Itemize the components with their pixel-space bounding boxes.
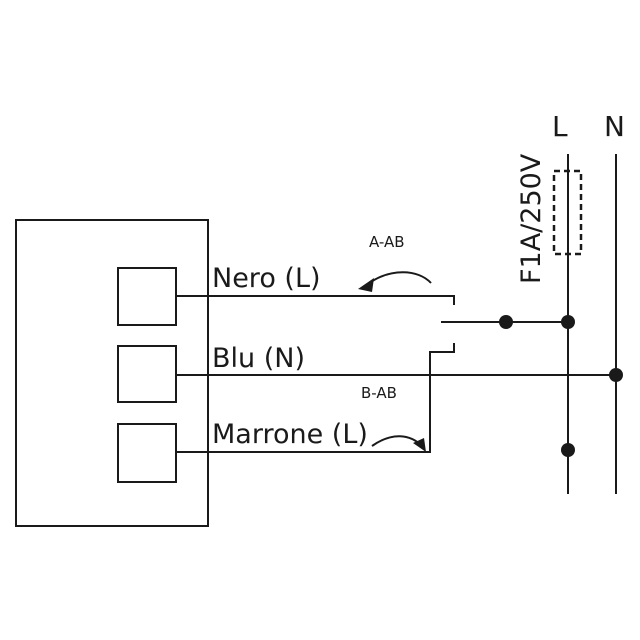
fuse-symbol: [552, 169, 583, 256]
wire-brown: [175, 343, 455, 453]
terminal-brown: [117, 423, 177, 483]
junction-dot: [561, 443, 575, 457]
junction-dot: [609, 368, 623, 382]
arrow-b-ab: [371, 435, 423, 447]
label-switch-upper: A-AB: [369, 233, 405, 251]
label-switch-lower: B-AB: [361, 384, 397, 402]
arrowhead-a-ab: [358, 278, 374, 292]
arrowhead-b-ab: [413, 438, 426, 452]
label-blue-wire: Blu (N): [212, 343, 305, 374]
label-line-rail: L: [552, 110, 568, 143]
junction-dot: [561, 315, 575, 329]
device-enclosure: [15, 219, 209, 527]
terminal-blue: [117, 345, 177, 403]
label-brown-wire: Marrone (L): [212, 419, 368, 450]
terminal-black: [117, 267, 177, 326]
junction-dot: [499, 315, 513, 329]
label-black-wire: Nero (L): [212, 263, 321, 294]
label-neutral-rail: N: [604, 110, 625, 143]
wire-black: [175, 295, 455, 305]
arrow-a-ab: [367, 271, 432, 285]
label-fuse-rating: F1A/250V: [516, 153, 547, 284]
